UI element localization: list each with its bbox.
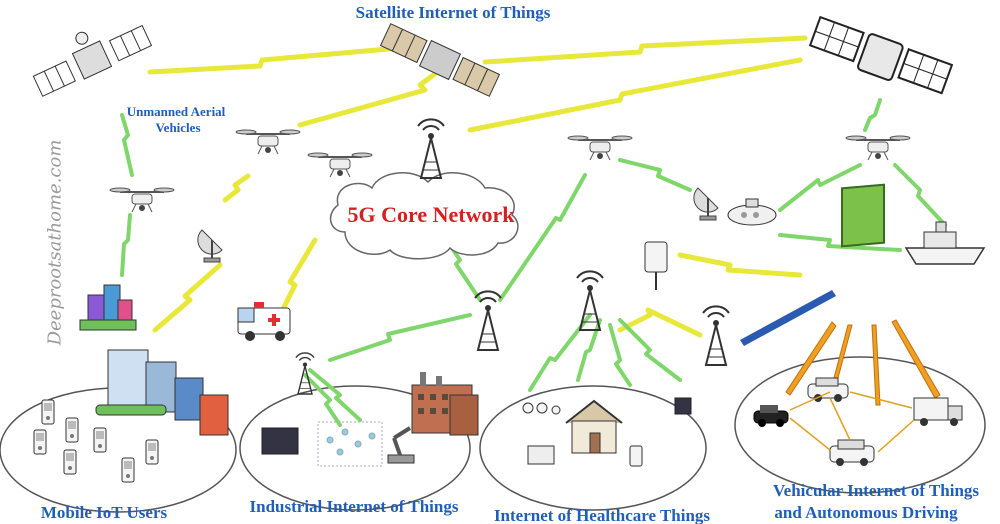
phone-icon [63, 449, 77, 475]
car-icon [829, 439, 875, 466]
phone-icon [121, 457, 135, 483]
car-icon [753, 405, 789, 427]
ambulance-icon [237, 302, 291, 341]
traffic-light-icon [644, 241, 668, 290]
label-vehicular-line1: Vehicular Internet of Things [773, 481, 979, 500]
satellite-icon [808, 15, 954, 95]
drone-icon [235, 129, 301, 155]
drone-icon [307, 152, 373, 178]
building-icon [79, 284, 229, 436]
ship-icon [904, 221, 986, 265]
drone-icon [109, 187, 175, 213]
drone-icon [567, 135, 633, 161]
label-5g-core: 5G Core Network [348, 202, 516, 227]
phone-icon [41, 399, 55, 425]
car-icon [807, 377, 849, 402]
label-satellite-iot: Satellite Internet of Things [356, 3, 551, 22]
phone-icon [65, 417, 79, 443]
factory-icon [411, 372, 479, 436]
house-icon [565, 399, 623, 454]
label-healthcare-iot: Internet of Healthcare Things [494, 506, 710, 524]
satellite-icon [379, 23, 501, 97]
phone-icon [93, 427, 107, 453]
dish-antenna-icon [692, 187, 719, 221]
label-mobile-iot: Mobile IoT Users [41, 503, 168, 522]
robot-arm-icon [387, 426, 415, 464]
satellite-icon [32, 24, 153, 97]
label-industrial-iot: Industrial Internet of Things [250, 497, 459, 516]
label-uav-line2: Vehicles [155, 120, 200, 135]
truck-icon [913, 397, 963, 426]
label-vehicular-line2: and Autonomous Driving [774, 503, 958, 522]
cell-tower-icon [702, 305, 730, 366]
smart-panel-icon [841, 183, 885, 248]
phone-icon [145, 439, 159, 465]
dish-antenna-icon [196, 229, 223, 263]
drone-icon [845, 135, 911, 161]
label-uav-line1: Unmanned Aerial [127, 104, 226, 119]
watermark: Deeprootsathome.com [44, 139, 66, 346]
phone-icon [33, 429, 47, 455]
